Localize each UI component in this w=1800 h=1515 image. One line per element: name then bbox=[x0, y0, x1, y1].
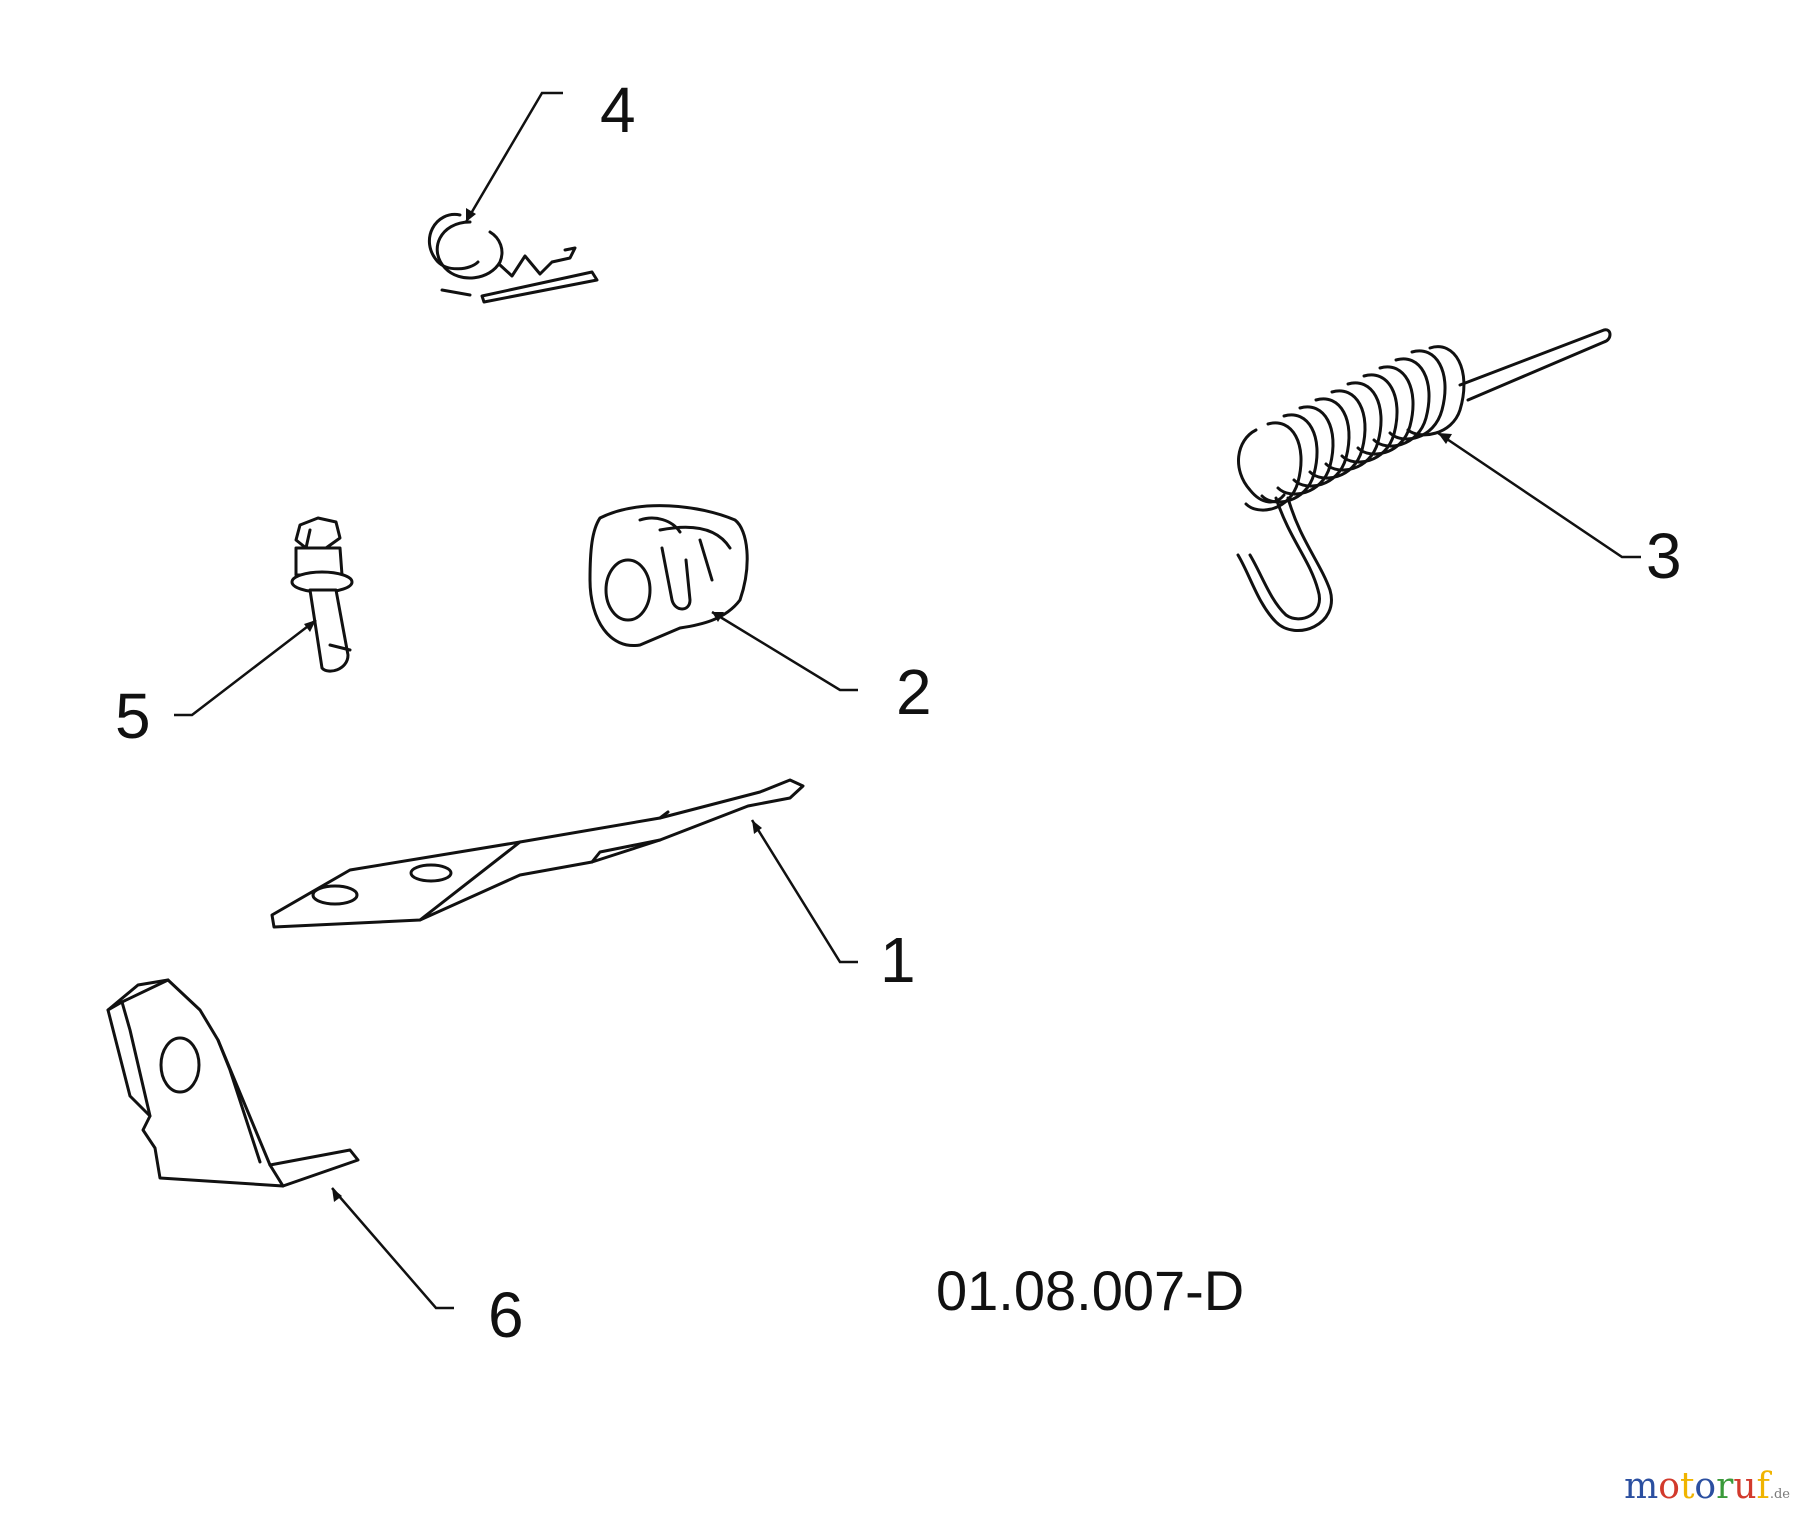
arrowhead-5 bbox=[304, 620, 316, 632]
arrowhead-6 bbox=[332, 1188, 342, 1202]
spring-part bbox=[1236, 328, 1612, 632]
callout-6: 6 bbox=[488, 1279, 524, 1351]
watermark-suffix: .de bbox=[1769, 1487, 1790, 1502]
watermark-letter: o bbox=[1694, 1466, 1717, 1507]
figure-code: 01.08.007-D bbox=[936, 1259, 1244, 1322]
watermark-letter: r bbox=[1716, 1466, 1734, 1507]
leader-arrowheads bbox=[304, 208, 1452, 1202]
leader-4 bbox=[464, 91, 563, 223]
callout-4: 4 bbox=[600, 74, 636, 146]
callout-1: 1 bbox=[880, 924, 916, 996]
watermark-text: motoruf bbox=[1624, 1466, 1770, 1507]
arrowhead-4 bbox=[466, 208, 476, 222]
leader-3 bbox=[1437, 431, 1641, 559]
flange-bolt-part bbox=[290, 516, 354, 673]
leader-2 bbox=[711, 610, 858, 692]
cable-guide-part bbox=[588, 504, 749, 648]
callout-2: 2 bbox=[896, 656, 932, 728]
leader-6 bbox=[331, 1187, 454, 1310]
leader-1 bbox=[750, 819, 858, 964]
hairpin-clip-part bbox=[427, 213, 599, 304]
leader-lines bbox=[174, 91, 1641, 1310]
watermark-letter: t bbox=[1679, 1466, 1695, 1507]
bracket-part bbox=[106, 978, 360, 1188]
leader-5 bbox=[174, 619, 317, 717]
callout-5: 5 bbox=[115, 680, 151, 752]
watermark-letter: f bbox=[1756, 1466, 1770, 1507]
arrowhead-1 bbox=[752, 820, 762, 834]
throttle-plate-part bbox=[270, 778, 805, 929]
watermark-letter: u bbox=[1733, 1466, 1757, 1507]
watermark-logo: motoruf.de bbox=[1624, 1466, 1790, 1507]
watermark-letter: o bbox=[1658, 1466, 1680, 1507]
watermark-letter: m bbox=[1624, 1466, 1659, 1507]
callout-3: 3 bbox=[1646, 520, 1682, 592]
arrowhead-3 bbox=[1438, 433, 1452, 444]
arrowhead-2 bbox=[712, 612, 724, 622]
